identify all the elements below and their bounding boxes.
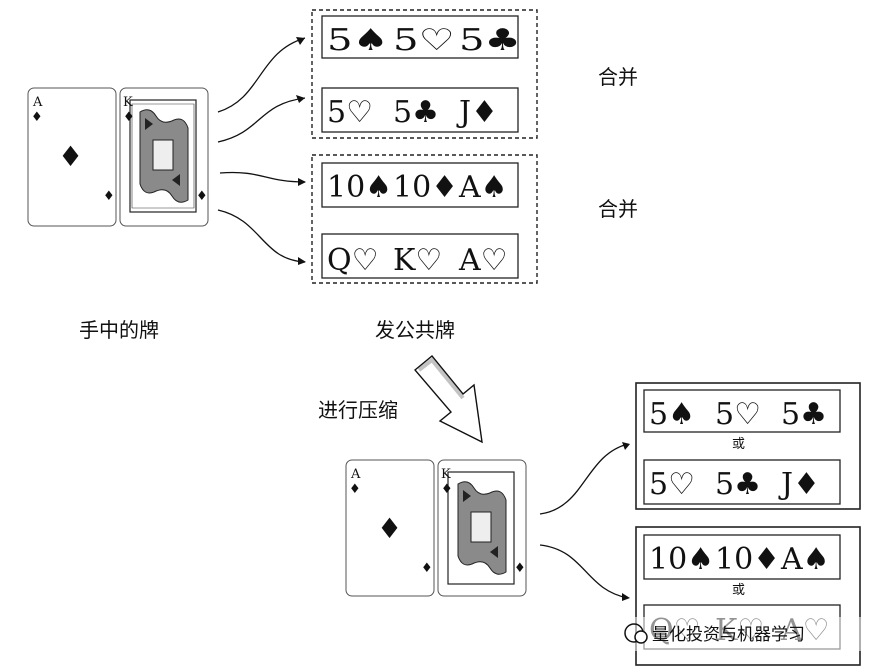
arrow-top-3	[219, 171, 306, 183]
label-compress: 进行压缩	[318, 398, 398, 422]
watermark-text: 量化投资与机器学习	[652, 625, 805, 645]
board-card: 5♣	[715, 467, 761, 502]
label-hand-cards: 手中的牌	[79, 318, 159, 342]
board-card: 5♣	[781, 397, 827, 432]
arrow-head-top-1	[296, 37, 305, 45]
bottom-board-1: 5♠ 5♡ 5♣	[643, 389, 841, 433]
bottom-hand-card-ace: A ♦ ♦ ♦	[345, 459, 435, 597]
board-card: 10♠	[649, 542, 714, 577]
hand-card-king: K ♦ ♦	[119, 87, 209, 227]
bottom-hand-card-ace-suit: ♦	[349, 482, 361, 497]
top-board-3: 10♠10♦A♠	[321, 162, 519, 208]
hand-card-ace-rank: A	[32, 95, 43, 110]
board-card: 5♣	[459, 23, 521, 58]
bottom-group-1-frame	[635, 382, 861, 510]
bottom-board-2-cards: 5♡ 5♣ J♦	[649, 467, 820, 502]
bottom-hand-card-king-rank: K	[441, 467, 451, 482]
arrow-top-4	[217, 209, 306, 263]
label-community-cards: 发公共牌	[375, 318, 455, 342]
board-card: 5♡	[327, 95, 373, 130]
bottom-board-3: 10♠10♦A♠	[643, 534, 841, 580]
label-or-1: 或	[732, 437, 745, 452]
arrow-bottom-1	[539, 443, 629, 515]
board-card: Q♡	[327, 243, 379, 278]
arrow-head-top-2	[296, 95, 305, 103]
label-merge-1: 合并	[598, 65, 638, 89]
arrow-top-2	[217, 97, 306, 143]
arrow-top-1	[217, 37, 306, 113]
bottom-board-1-cards: 5♠ 5♡ 5♣	[649, 397, 827, 432]
board-card: 5♠	[327, 23, 389, 58]
bottom-hand-card-ace-center-suit: ♦	[377, 512, 402, 545]
watermark: 量化投资与机器学习	[615, 617, 865, 651]
bottom-hand-card-king: K ♦ ♦	[437, 459, 527, 597]
top-board-2-cards: 5♡ 5♣ J♦	[327, 95, 498, 130]
board-card: 5♡	[715, 397, 761, 432]
top-board-1: 5♠5♡5♣	[321, 15, 521, 59]
board-card: A♠	[780, 542, 830, 577]
bottom-arrows	[539, 442, 630, 601]
board-card: 10♦	[393, 170, 458, 205]
top-board-2: 5♡ 5♣ J♦	[321, 87, 519, 133]
arrow-head-top-3	[298, 178, 306, 186]
hand-card-king-suit: ♦	[123, 110, 135, 125]
hand-card-ace: A ♦ ♦ ♦	[27, 87, 117, 227]
top-arrows	[217, 37, 306, 265]
board-card: 10♦	[715, 542, 780, 577]
bottom-group-2-frame	[635, 526, 861, 666]
top-board-4-cards: Q♡ K♡ A♡	[327, 243, 508, 278]
board-card: 5♣	[393, 95, 439, 130]
compress-arrow	[414, 355, 483, 444]
board-card: A♠	[458, 170, 508, 205]
bottom-hand-card-king-suit: ♦	[441, 482, 453, 497]
board-card: 10♠	[327, 170, 392, 205]
arrow-bottom-2	[539, 544, 629, 599]
board-card: A♡	[458, 243, 508, 278]
board-card: 5♡	[393, 23, 455, 58]
hand-card-ace-suit: ♦	[31, 110, 43, 125]
label-or-2: 或	[732, 583, 745, 598]
top-board-1-cards: 5♠5♡5♣	[327, 23, 521, 58]
top-group-1-frame	[311, 9, 538, 139]
board-card: 5♠	[649, 397, 695, 432]
top-board-3-cards: 10♠10♦A♠	[327, 170, 508, 205]
label-merge-2: 合并	[598, 197, 638, 221]
top-board-4: Q♡ K♡ A♡	[321, 233, 519, 279]
bottom-hand-card-ace-rank: A	[350, 467, 361, 482]
hand-card-ace-center-suit: ♦	[58, 140, 83, 173]
bottom-board-2: 5♡ 5♣ J♦	[643, 459, 841, 505]
hand-card-king-rank: K	[123, 95, 133, 110]
top-group-2-frame	[311, 154, 538, 284]
arrow-head-top-4	[298, 257, 306, 265]
board-card: J♦	[456, 95, 498, 130]
board-card: K♡	[393, 243, 442, 278]
hand-card-ace-corner-suit-bottom: ♦	[103, 189, 115, 204]
board-card: 5♡	[649, 467, 695, 502]
bottom-hand-card-king-suit-bottom: ♦	[514, 561, 526, 576]
bottom-board-3-cards: 10♠10♦A♠	[649, 542, 830, 577]
bottom-hand-card-ace-suit-bottom: ♦	[421, 561, 433, 576]
board-card: J♦	[778, 467, 820, 502]
hand-card-king-suit-bottom: ♦	[196, 189, 208, 204]
